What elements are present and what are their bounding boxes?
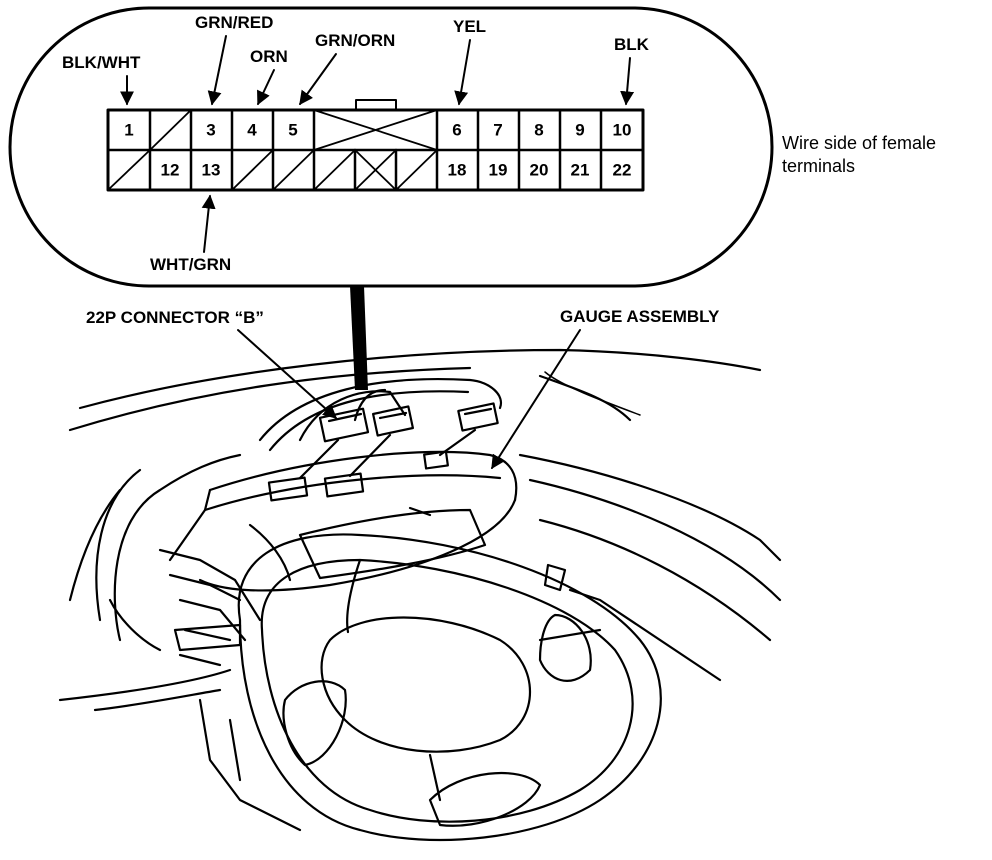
callout-22p-connector-b: 22P CONNECTOR “B” [86,308,264,327]
pin-22: 22 [613,161,632,180]
pin-9: 9 [575,121,584,140]
wire-label-grn-orn: GRN/ORN [315,31,395,50]
note-line-2: terminals [782,156,855,176]
callout-gauge-assembly: GAUGE ASSEMBLY [560,307,720,326]
pin-18: 18 [448,161,467,180]
wire-label-orn: ORN [250,47,288,66]
wire-arrow-pin-6 [454,39,471,106]
pin-3: 3 [206,121,215,140]
wire-label-blk: BLK [614,35,650,54]
wire-arrow-pin-10 [620,57,635,106]
wire-label-blk-wht: BLK/WHT [62,53,141,72]
pin-12: 12 [161,161,180,180]
wire-labels: BLK/WHT GRN/RED ORN GRN/ORN YEL BLK WHT/… [62,13,650,274]
pin-6: 6 [452,121,461,140]
wire-arrow-pin-13 [201,194,216,253]
pin-7: 7 [493,121,502,140]
wire-arrow-pin-3 [207,35,227,106]
note-line-1: Wire side of female [782,133,936,153]
pin-8: 8 [534,121,543,140]
pin-19: 19 [489,161,508,180]
terminal-side-note: Wire side of female terminals [782,133,936,176]
connector-22p-face: 1 3 4 5 6 7 8 9 10 12 13 18 19 20 21 22 [106,99,645,192]
pin-1: 1 [124,121,133,140]
pin-20: 20 [530,161,549,180]
wire-arrow-pin-4 [257,69,275,106]
pin-10: 10 [613,121,632,140]
wire-label-wht-grn: WHT/GRN [150,255,231,274]
pin-5: 5 [288,121,297,140]
wire-arrow-pin-5 [299,53,337,106]
callouts: 22P CONNECTOR “B” GAUGE ASSEMBLY [86,307,720,470]
dashboard-illustration [58,348,782,842]
wire-label-grn-red: GRN/RED [195,13,273,32]
callout-arrow-22p-connector [237,329,338,419]
wire-label-yel: YEL [453,17,486,36]
callout-arrow-gauge-assembly [491,329,581,470]
pin-4: 4 [247,121,257,140]
connector-bubble [8,6,774,390]
pin-13: 13 [202,161,221,180]
pin-21: 21 [571,161,590,180]
